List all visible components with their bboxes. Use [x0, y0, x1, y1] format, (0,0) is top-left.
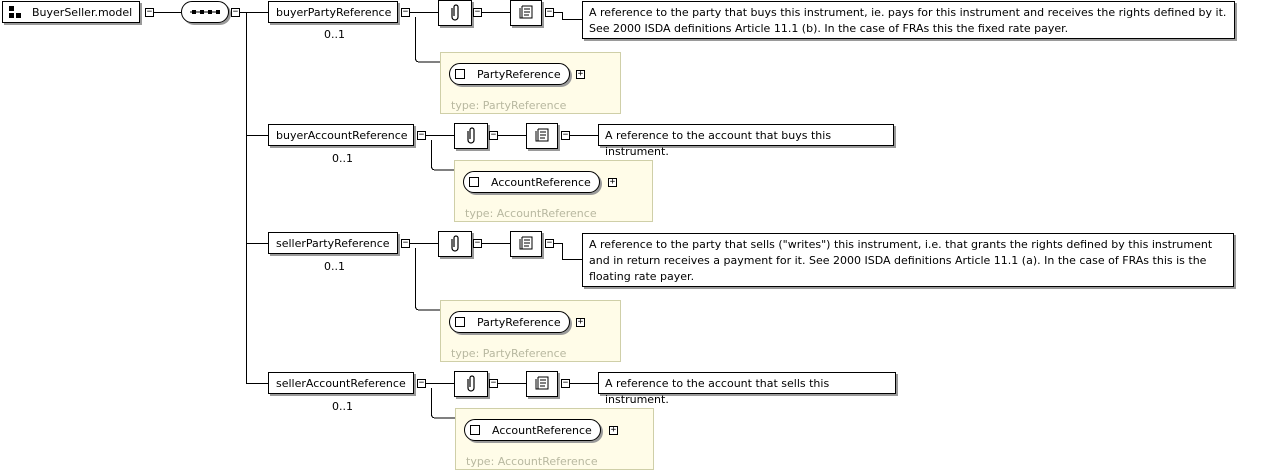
documentation-node[interactable]	[510, 0, 542, 26]
annotation-collapse-toggle[interactable]: −	[473, 238, 482, 248]
sequence-collapse-toggle[interactable]: −	[231, 7, 240, 17]
type-panel: PartyReference + type: PartyReference	[440, 52, 621, 114]
documentation-node[interactable]	[510, 231, 542, 257]
occurrence-label: 0..1	[332, 152, 353, 165]
attribute-box-icon	[470, 425, 480, 435]
element-name: buyerPartyReference	[276, 5, 392, 19]
type-label: type: PartyReference	[451, 99, 567, 112]
element-name: sellerPartyReference	[276, 236, 390, 250]
attribute-box-icon	[455, 317, 465, 327]
type-expand-toggle[interactable]: +	[609, 425, 618, 435]
type-label: type: AccountReference	[465, 207, 597, 220]
element-collapse-toggle[interactable]: −	[401, 7, 410, 17]
annotation-collapse-toggle[interactable]: −	[489, 378, 498, 388]
model-group-icon	[9, 6, 23, 18]
annotation-collapse-toggle[interactable]: −	[489, 130, 498, 140]
type-expand-toggle[interactable]: +	[576, 317, 585, 327]
occurrence-label: 0..1	[324, 260, 345, 273]
element-collapse-toggle[interactable]: −	[417, 130, 426, 140]
type-reference-node[interactable]: AccountReference	[464, 419, 601, 441]
type-reference-label: PartyReference	[477, 315, 561, 329]
element-buyer-party-reference[interactable]: buyerPartyReference	[268, 1, 398, 23]
sequence-icon	[190, 10, 220, 14]
documentation-text: A reference to the account that buys thi…	[598, 124, 894, 158]
paperclip-icon	[467, 375, 475, 392]
element-collapse-toggle[interactable]: −	[417, 378, 426, 388]
element-collapse-toggle[interactable]: −	[401, 238, 410, 248]
scroll-icon	[519, 236, 533, 250]
annotation-collapse-toggle[interactable]: −	[473, 7, 482, 17]
type-reference-label: AccountReference	[491, 175, 591, 189]
documentation-collapse-toggle[interactable]: −	[561, 378, 570, 388]
documentation-collapse-toggle[interactable]: −	[545, 7, 554, 17]
documentation-text: A reference to the party that buys this …	[582, 1, 1235, 39]
documentation-collapse-toggle[interactable]: −	[561, 130, 570, 140]
documentation-text: A reference to the party that sells ("wr…	[582, 233, 1234, 287]
documentation-node[interactable]	[526, 371, 558, 397]
annotation-node[interactable]	[454, 123, 488, 149]
attribute-box-icon	[455, 69, 465, 79]
occurrence-label: 0..1	[324, 28, 345, 41]
annotation-node[interactable]	[438, 0, 472, 26]
type-expand-toggle[interactable]: +	[576, 69, 585, 79]
root-collapse-toggle[interactable]: −	[145, 7, 154, 17]
type-reference-node[interactable]: PartyReference	[449, 63, 570, 85]
sequence-compositor	[181, 1, 229, 23]
occurrence-label: 0..1	[332, 400, 353, 413]
annotation-node[interactable]	[454, 371, 488, 397]
type-reference-label: AccountReference	[492, 423, 592, 437]
type-reference-label: PartyReference	[477, 67, 561, 81]
attribute-box-icon	[469, 177, 479, 187]
documentation-collapse-toggle[interactable]: −	[545, 238, 554, 248]
type-panel: PartyReference + type: PartyReference	[440, 300, 621, 362]
documentation-node[interactable]	[526, 123, 558, 149]
type-panel: AccountReference + type: AccountReferenc…	[454, 160, 653, 222]
element-name: buyerAccountReference	[276, 128, 408, 142]
type-expand-toggle[interactable]: +	[608, 177, 617, 187]
scroll-icon	[535, 128, 549, 142]
element-buyer-account-reference[interactable]: buyerAccountReference	[268, 124, 414, 146]
root-model-node[interactable]: BuyerSeller.model	[2, 1, 141, 23]
scroll-icon	[535, 376, 549, 390]
type-reference-node[interactable]: AccountReference	[463, 171, 600, 193]
type-panel: AccountReference + type: AccountReferenc…	[455, 408, 654, 470]
paperclip-icon	[451, 4, 459, 21]
element-seller-account-reference[interactable]: sellerAccountReference	[268, 372, 414, 394]
paperclip-icon	[467, 127, 475, 144]
type-label: type: PartyReference	[451, 347, 567, 360]
root-model-label: BuyerSeller.model	[32, 5, 133, 19]
type-label: type: AccountReference	[466, 455, 598, 468]
type-reference-node[interactable]: PartyReference	[449, 311, 570, 333]
documentation-text: A reference to the account that sells th…	[598, 372, 896, 406]
scroll-icon	[519, 5, 533, 19]
annotation-node[interactable]	[438, 231, 472, 257]
element-seller-party-reference[interactable]: sellerPartyReference	[268, 232, 398, 254]
element-name: sellerAccountReference	[276, 376, 406, 390]
paperclip-icon	[451, 235, 459, 252]
